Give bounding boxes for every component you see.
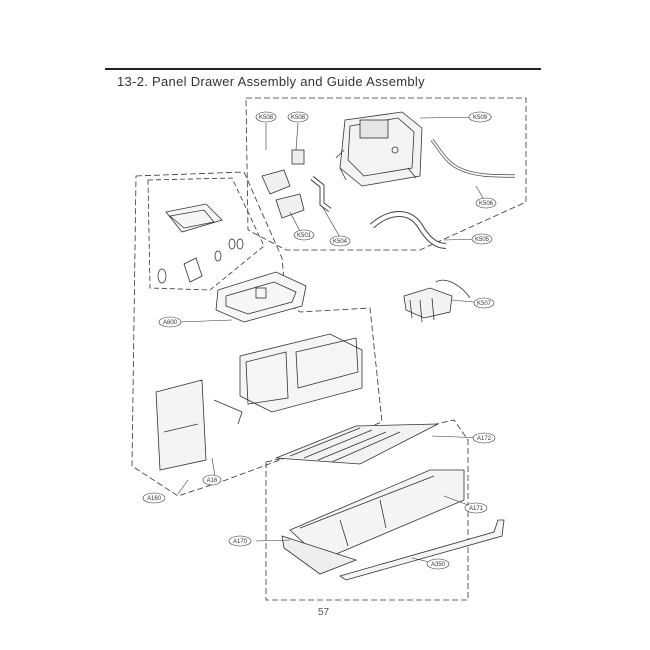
callout-k508b-bubble xyxy=(287,111,309,123)
callout-k504: K504 xyxy=(333,239,348,245)
drawer-inner-outline xyxy=(147,177,265,291)
part-a172-rail xyxy=(275,423,439,465)
part-detergent-tray xyxy=(215,271,307,323)
callout-k501-bubble xyxy=(293,229,315,241)
callout-a16: A16 xyxy=(207,478,218,484)
callout-a170: A170 xyxy=(233,539,248,545)
callout-a160-bubble xyxy=(142,492,166,504)
callout-a350-bubble xyxy=(426,558,450,570)
callout-k506: K506 xyxy=(479,201,494,207)
page-title: 13-2. Panel Drawer Assembly and Guide As… xyxy=(117,74,425,89)
callout-k508a: K508 xyxy=(259,115,274,121)
callout-a350: A350 xyxy=(431,562,446,568)
part-seals xyxy=(157,238,244,284)
part-k509-housing xyxy=(335,111,423,187)
guide-assembly-outline xyxy=(245,97,527,251)
part-a350-bar xyxy=(339,519,505,581)
callout-k504-bubble xyxy=(329,235,351,247)
callout-k507: K507 xyxy=(477,301,492,307)
leader-lines xyxy=(177,116,493,565)
callout-k508b: K508 xyxy=(291,115,306,121)
part-a170-guide xyxy=(281,535,358,575)
callout-k507-bubble xyxy=(473,297,495,309)
callout-a16-bubble xyxy=(202,474,222,486)
callout-a170-bubble xyxy=(228,535,252,547)
part-drawer-panel xyxy=(155,379,243,471)
part-drawer-body xyxy=(239,333,363,413)
callout-a160: A160 xyxy=(147,496,162,502)
callout-a172: A172 xyxy=(477,436,492,442)
callout-k509: K509 xyxy=(473,115,488,121)
title-rule xyxy=(105,68,541,70)
part-dispenser-lid xyxy=(165,203,223,233)
part-k508-connectors xyxy=(261,149,305,219)
callout-a600-bubble xyxy=(158,316,182,328)
callout-k506-bubble xyxy=(475,197,497,209)
part-k505-hose xyxy=(370,211,447,249)
callout-a171: A171 xyxy=(469,506,484,512)
drawer-assembly-outline xyxy=(131,171,383,497)
lower-guide-outline xyxy=(265,419,469,601)
part-k507-valve xyxy=(403,279,471,323)
callout-a600: A600 xyxy=(163,320,178,326)
callout-k501: K501 xyxy=(297,233,312,239)
callout-k505-bubble xyxy=(471,233,493,245)
page-number: 57 xyxy=(318,607,330,618)
part-a171-guide xyxy=(289,469,465,561)
callout-k505: K505 xyxy=(475,237,490,243)
callout-a172-bubble xyxy=(472,432,496,444)
callout-k509-bubble xyxy=(468,111,492,123)
callout-k508a-bubble xyxy=(255,111,277,123)
callout-a171-bubble xyxy=(464,502,488,514)
